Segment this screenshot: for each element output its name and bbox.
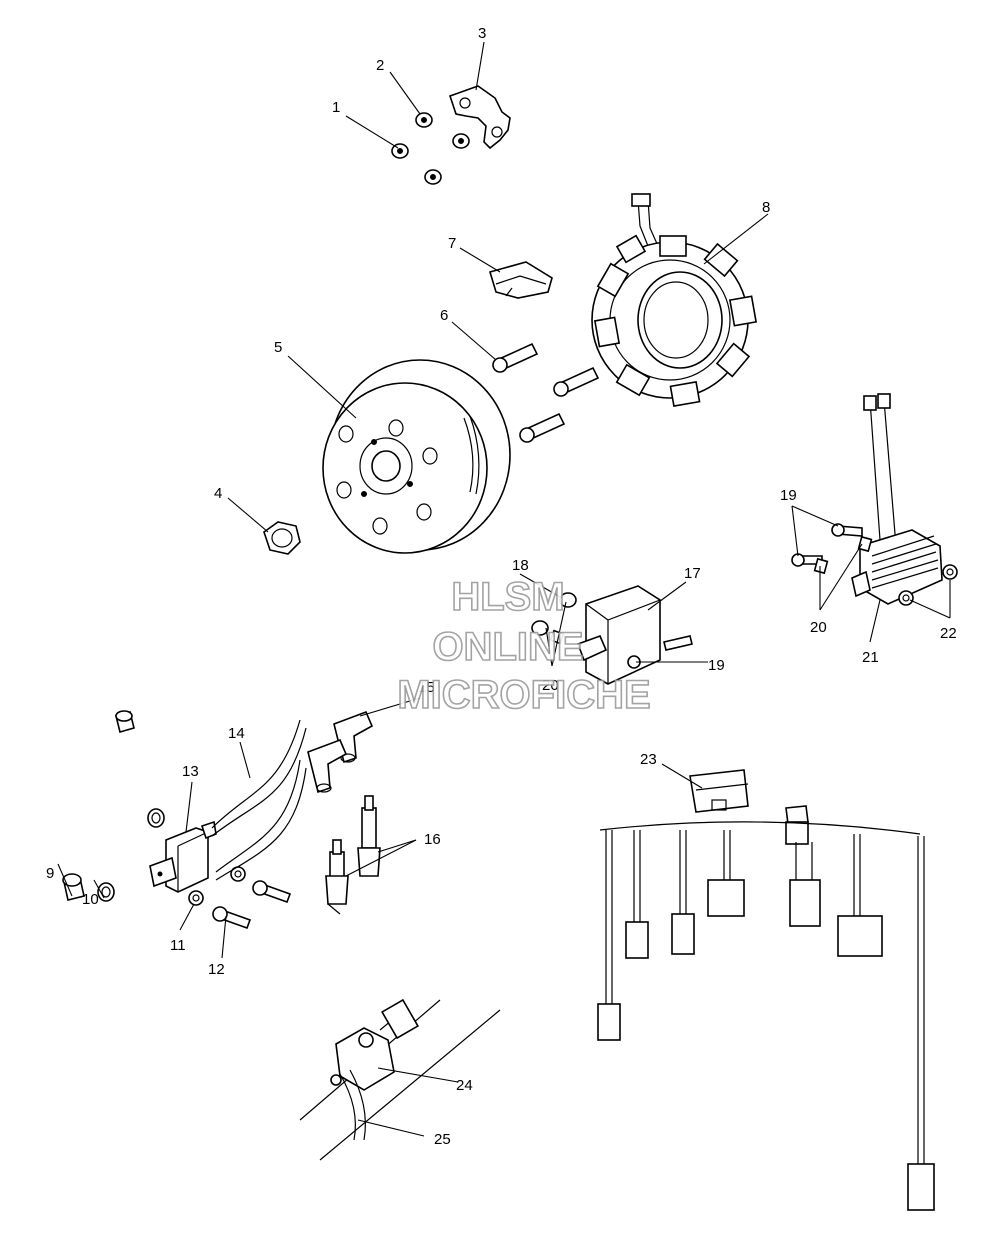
part-3-bracket [448, 85, 511, 150]
callout-13: 13 [182, 763, 199, 780]
part-6-screws [492, 342, 600, 443]
part-10-washer [97, 808, 165, 902]
watermark: HLSM ONLINE MICROFICHE [397, 574, 652, 718]
part-21-regulator [851, 393, 943, 605]
part-22-nut [898, 564, 958, 606]
part-4-nut [263, 521, 301, 555]
callout-15: 15 [418, 679, 435, 696]
part-24-switch [299, 998, 501, 1161]
part-1-screw [391, 143, 442, 185]
callout-24: 24 [456, 1077, 473, 1094]
part-5-flywheel [322, 359, 511, 554]
callout-4: 4 [214, 485, 222, 502]
part-20-spacer-regulator [813, 535, 873, 575]
callout-16: 16 [424, 831, 441, 848]
callout-22: 22 [940, 625, 957, 642]
callout-14: 14 [228, 725, 245, 742]
part-7-clip [488, 261, 553, 299]
watermark-line-3: MICROFICHE [397, 673, 650, 717]
watermark-line-2: ONLINE [432, 625, 583, 669]
callout-6: 6 [440, 307, 448, 324]
part-9-cap [62, 710, 135, 901]
callout-19-cdi: 19 [708, 657, 725, 674]
callout-labels: 1 2 3 4 5 6 7 8 9 10 11 12 13 14 15 16 1… [46, 25, 957, 1148]
part-13-ignition-coil [149, 820, 217, 893]
callout-18: 18 [512, 557, 529, 574]
callout-8: 8 [762, 199, 770, 216]
part-15-plug-cap [307, 710, 374, 794]
part-14-ht-leads [211, 719, 307, 881]
part-8-stator [591, 193, 758, 408]
callout-12: 12 [208, 961, 225, 978]
part-23-harness [597, 769, 935, 1211]
watermark-line-1: HLSM [451, 575, 564, 619]
callout-5: 5 [274, 339, 282, 356]
callout-25: 25 [434, 1131, 451, 1148]
callout-9: 9 [46, 865, 54, 882]
callout-7: 7 [448, 235, 456, 252]
part-20-spacer-cdi [549, 629, 565, 645]
callout-20-regulator: 20 [810, 619, 827, 636]
callout-19-regulator: 19 [780, 487, 797, 504]
part-16-spark-plugs [325, 795, 381, 915]
callout-21: 21 [862, 649, 879, 666]
callout-20-cdi: 20 [542, 677, 559, 694]
callout-3: 3 [478, 25, 486, 42]
part-17-cdi-box [576, 585, 661, 685]
part-18-washer [531, 592, 577, 636]
leader-lines [57, 41, 951, 1137]
part-19-screw-regulator [791, 523, 863, 567]
callout-10: 10 [82, 891, 99, 908]
callout-11: 11 [170, 937, 186, 954]
callout-23: 23 [640, 751, 657, 768]
part-25-clamp [330, 1069, 366, 1141]
part-2-screw [415, 112, 470, 149]
callout-2: 2 [376, 57, 384, 74]
part-12-bolt [212, 880, 292, 930]
callout-1: 1 [332, 99, 340, 116]
callout-17: 17 [684, 565, 701, 582]
